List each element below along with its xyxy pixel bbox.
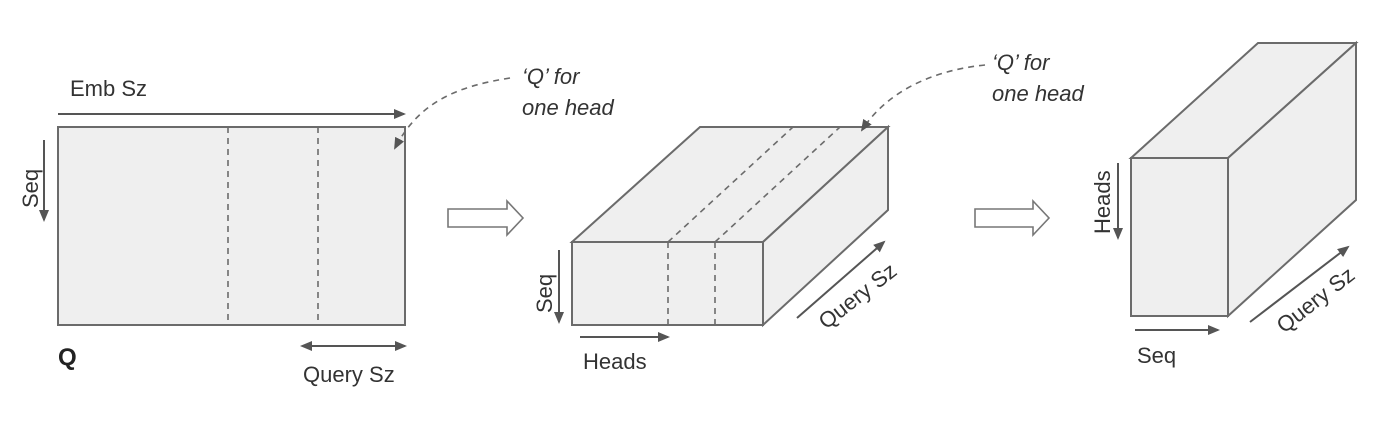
seq-label: Seq	[18, 169, 43, 208]
q-matrix-panel: Emb Sz Seq Q Query Sz ‘Q’ for one head	[18, 64, 615, 387]
heads-label: Heads	[1090, 170, 1115, 234]
callout-arrow	[860, 64, 986, 132]
callout-line-2: one head	[992, 81, 1085, 106]
query-size-arrow	[796, 240, 886, 319]
query-size-arrow	[1249, 245, 1350, 323]
query-size-label: Query Sz	[303, 362, 395, 387]
seq-label: Seq	[532, 274, 557, 313]
callout-line-1: ‘Q’ for	[522, 64, 581, 89]
callout-line-1: ‘Q’ for	[992, 50, 1051, 75]
query-size-label: Query Sz	[814, 258, 902, 334]
transpose-box-panel: Heads Seq Query Sz	[1090, 40, 1360, 368]
query-size-label: Query Sz	[1272, 262, 1360, 338]
transform-arrow-icon	[974, 198, 1051, 238]
transform-arrow-icon	[447, 198, 525, 238]
emb-size-label: Emb Sz	[70, 76, 147, 101]
box2-front-face	[1130, 157, 1229, 317]
seq-label: Seq	[1137, 343, 1176, 368]
heads-label: Heads	[583, 349, 647, 374]
q-matrix-rect	[57, 126, 406, 326]
q-label: Q	[58, 344, 77, 371]
callout-line-2: one head	[522, 95, 615, 120]
callout-arrow	[394, 77, 511, 150]
